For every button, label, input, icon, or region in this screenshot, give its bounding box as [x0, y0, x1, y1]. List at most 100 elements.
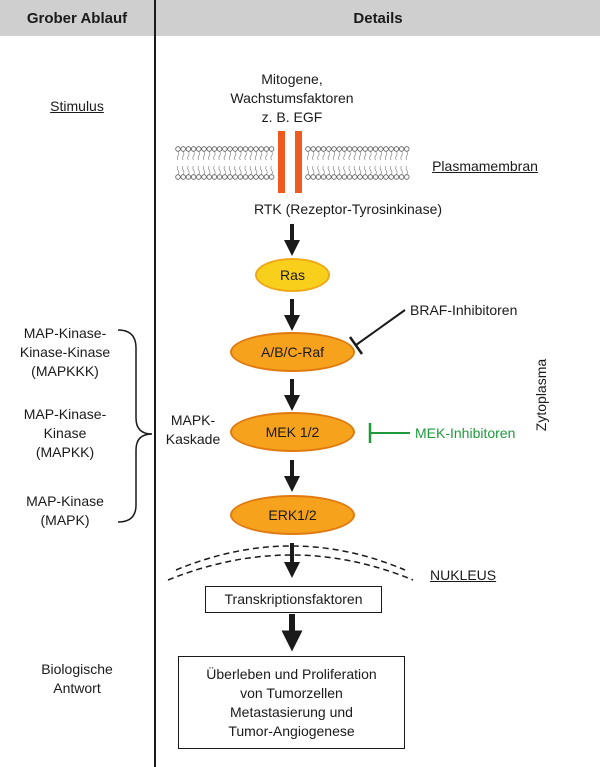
lipid-tail	[317, 151, 320, 161]
lipid-head	[367, 174, 374, 180]
lipid-tail	[234, 165, 237, 175]
lipid-tail	[270, 165, 273, 175]
lipid-head	[242, 174, 249, 180]
lipid-head	[331, 174, 337, 180]
rtk-label: RTK (Rezeptor-Tyrosinkinase)	[254, 201, 443, 217]
lipid-head	[253, 174, 259, 180]
cascade-label: MAPK- Kaskade	[165, 412, 221, 447]
lipid-head	[232, 146, 238, 152]
outcome-line-4: Tumor-Angiogenese	[228, 722, 355, 739]
lipid-tail	[197, 165, 200, 175]
lipid-tail	[405, 165, 408, 175]
nucleus-arc-outer	[167, 554, 414, 581]
lipid-tail	[395, 165, 398, 175]
outcome-line-2: von Tumorzellen	[240, 684, 343, 701]
lipid-head	[398, 174, 405, 180]
lipid-head	[357, 146, 363, 152]
plasma-membrane-label: Plasmamembran	[432, 158, 538, 174]
lipid-head	[372, 146, 379, 152]
lipid-tail	[270, 151, 273, 161]
lipid-tail	[223, 151, 226, 161]
lipid-head	[378, 146, 384, 152]
lipid-head	[393, 174, 400, 180]
outcome-line-1: Überleben und Proliferation	[206, 665, 377, 682]
lipid-tail	[348, 165, 351, 175]
lipid-tail	[187, 165, 190, 175]
lipid-tail	[249, 151, 252, 161]
lipid-tail	[400, 151, 403, 161]
lipid-head	[310, 146, 316, 152]
nucleus-label: NUKLEUS	[430, 567, 497, 583]
lipid-tail	[379, 165, 382, 175]
lipid-head	[242, 146, 249, 152]
lipid-head	[268, 174, 275, 180]
lipid-tail	[239, 165, 242, 175]
lipid-head	[253, 146, 259, 152]
lipid-head	[326, 174, 332, 180]
lipid-tail	[187, 151, 190, 161]
lipid-head	[190, 146, 197, 152]
lipid-tail	[312, 165, 315, 175]
lipid-tail	[312, 151, 315, 161]
lipid-tail	[202, 165, 206, 175]
lipid-tail	[254, 151, 258, 161]
lipid-head	[388, 146, 394, 152]
lipid-head	[196, 174, 202, 180]
lipid-head	[315, 174, 322, 180]
lipid-head	[331, 146, 337, 152]
nucleus-arc-inner	[175, 545, 406, 571]
braf-inhibitor-line	[355, 309, 406, 346]
lipid-head	[227, 146, 233, 152]
membrane-bilayer	[175, 146, 410, 180]
lipid-tail	[176, 151, 180, 161]
lipid-head	[404, 146, 410, 152]
lipid-tail	[353, 165, 356, 175]
outcome-line-3: Metastasierung und	[230, 703, 353, 720]
lipid-tail	[249, 165, 252, 175]
lipid-head	[258, 146, 264, 152]
header-bar: Grober Ablauf Details	[0, 0, 600, 36]
lipid-tail	[306, 165, 310, 175]
raf-node: A/B/C-Raf	[230, 332, 355, 372]
lipid-head	[185, 174, 192, 180]
lipid-head	[201, 146, 207, 152]
lipid-head	[248, 146, 254, 152]
lipid-tail	[369, 165, 372, 175]
lipid-tail	[353, 151, 356, 161]
lipid-tail	[348, 151, 351, 161]
lipid-head	[263, 146, 270, 152]
lipid-tail	[390, 151, 393, 161]
lipid-tail	[379, 151, 382, 161]
lipid-tail	[327, 165, 330, 175]
lipid-tail	[197, 151, 200, 161]
lipid-tail	[343, 151, 346, 161]
lipid-head	[196, 146, 202, 152]
mapk-brace	[117, 329, 153, 523]
lipid-head	[372, 174, 379, 180]
transcription-factors-box: Transkriptionsfaktoren	[205, 586, 382, 613]
lipid-head	[320, 174, 327, 180]
lipid-head	[268, 146, 275, 152]
lipid-head	[398, 146, 405, 152]
lipid-head	[346, 146, 353, 152]
mek-node: MEK 1/2	[230, 412, 355, 452]
lipid-tail	[176, 165, 180, 175]
lipid-head	[305, 146, 311, 152]
lipid-tail	[384, 165, 388, 175]
lipid-tail	[239, 151, 242, 161]
lipid-tail	[208, 151, 211, 161]
lipid-tail	[213, 151, 216, 161]
mapkkk-label: MAP-Kinase- Kinase-Kinase (MAPKKK)	[19, 325, 111, 379]
lipid-tail	[332, 151, 336, 161]
lipid-head	[175, 174, 181, 180]
lipid-tail	[374, 151, 377, 161]
lipid-tail	[369, 151, 372, 161]
lipid-tail	[182, 151, 185, 161]
lipid-head	[222, 146, 228, 152]
lipid-head	[237, 174, 244, 180]
lipid-tail	[218, 151, 221, 161]
lipid-tail	[192, 151, 195, 161]
lipid-head	[263, 174, 270, 180]
stimulus-label: Stimulus	[50, 98, 104, 114]
